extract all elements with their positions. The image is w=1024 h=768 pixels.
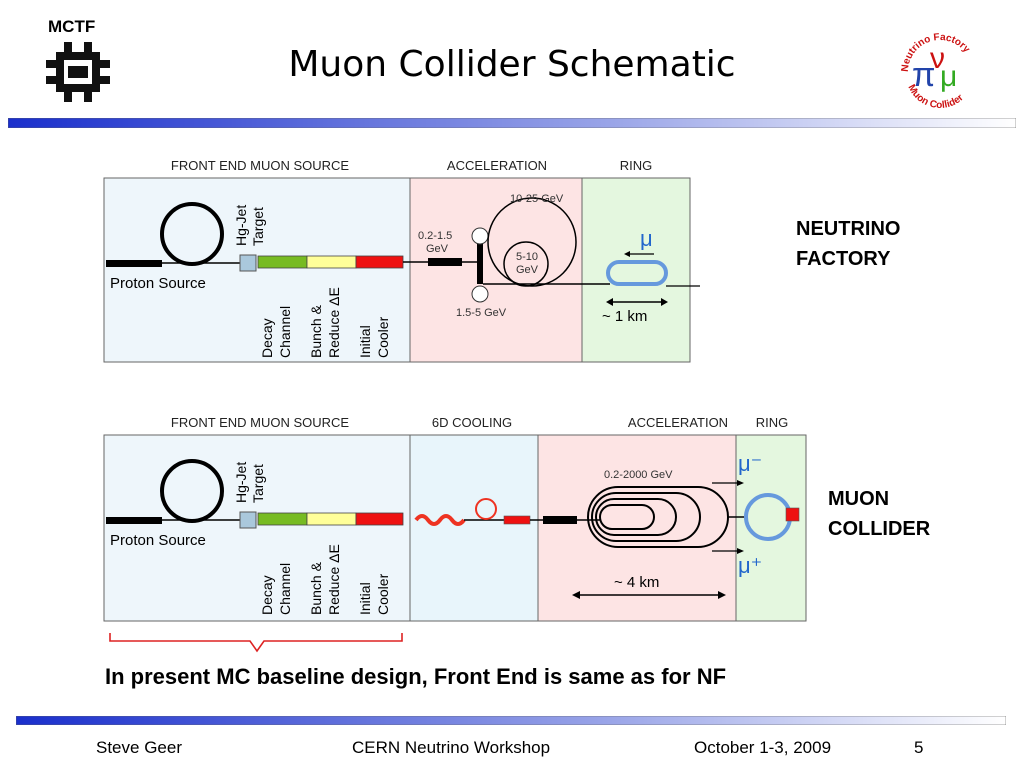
nf-side-label-2: FACTORY <box>796 248 891 270</box>
mc-bunch-label-2: Reduce ΔE <box>326 544 342 615</box>
baseline-statement: In present MC baseline design, Front End… <box>105 664 727 689</box>
nf-ring-panel <box>581 177 691 363</box>
nf-rla-small <box>503 241 549 287</box>
nf-initial-cooler <box>355 255 404 269</box>
nf-energy-mid-1: 5-10 <box>516 251 538 263</box>
mc-rla-loop-2 <box>591 492 701 542</box>
mc-target-label-2: Target <box>250 464 266 503</box>
mc-cooler-label-2: Cooler <box>375 573 391 615</box>
footer-author: Steve Geer <box>96 738 182 757</box>
nf-header-frontend: FRONT END MUON SOURCE <box>171 158 349 173</box>
nf-proton-ring <box>160 202 224 266</box>
mc-side-label-2: COLLIDER <box>828 518 931 540</box>
nf-energy-mid-2: GeV <box>516 264 539 276</box>
nf-decay-channel <box>257 255 308 269</box>
nf-linac-bar <box>428 258 462 266</box>
nf-mu-symbol: μ <box>640 226 653 251</box>
nf-target-label-2: Target <box>250 207 266 246</box>
mc-ring-cooler <box>475 498 497 520</box>
nf-proton-beam <box>106 260 162 267</box>
mc-mu-minus: μ⁻ <box>738 451 762 476</box>
footer-event: CERN Neutrino Workshop <box>352 738 551 757</box>
mc-side-label-1: MUON <box>828 488 890 510</box>
mc-header-acceleration: ACCELERATION <box>628 415 728 430</box>
nf-bunch-label-2: Reduce ΔE <box>326 287 342 358</box>
mc-cooling-panel <box>409 434 539 622</box>
mc-header-frontend: FRONT END MUON SOURCE <box>171 415 349 430</box>
mc-diagram: FRONT END MUON SOURCE 6D COOLING ACCELER… <box>103 415 807 653</box>
nf-dogbone-bottom <box>471 285 489 303</box>
footer-date: October 1-3, 2009 <box>694 738 832 757</box>
mc-proton-ring <box>160 459 224 523</box>
nf-mc-logo-icon: Neutrino Factory Muon Collider π ν μ <box>900 32 972 111</box>
mc-bunch-section <box>306 512 357 526</box>
mc-target-box <box>239 511 257 529</box>
mc-detector <box>785 507 800 522</box>
bottom-divider <box>16 716 1006 725</box>
svg-text:π: π <box>912 56 935 94</box>
mc-header-ring: RING <box>756 415 789 430</box>
nf-target-box <box>239 254 257 272</box>
nf-bunch-label-1: Bunch & <box>308 304 324 358</box>
nf-energy-low-1: 0.2-1.5 <box>418 230 452 242</box>
nf-rla-large <box>487 197 577 287</box>
nf-header-acceleration: ACCELERATION <box>447 158 547 173</box>
nf-energy-high: 10-25 GeV <box>510 193 564 205</box>
nf-decay-label-1: Decay <box>259 318 275 358</box>
mc-decay-channel <box>257 512 308 526</box>
svg-text:ν: ν <box>930 42 945 75</box>
footer-page-number: 5 <box>914 738 924 757</box>
mc-target-label-1: Hg-Jet <box>233 462 249 503</box>
mc-rla-loop-3 <box>595 498 677 536</box>
nf-diagram: FRONT END MUON SOURCE ACCELERATION RING … <box>103 158 700 363</box>
mc-energy: 0.2-2000 GeV <box>604 469 673 481</box>
nf-cooler-label-2: Cooler <box>375 316 391 358</box>
nf-storage-ring <box>606 260 668 286</box>
top-divider <box>8 118 1016 128</box>
nf-dogbone-top <box>471 227 489 245</box>
mc-final-cooler <box>503 515 531 525</box>
mc-header-cooling: 6D COOLING <box>432 415 512 430</box>
fermilab-logo-icon <box>46 42 110 102</box>
svg-text:μ: μ <box>940 60 957 93</box>
mc-proton-beam <box>106 517 162 524</box>
nf-side-label-1: NEUTRINO <box>796 218 901 240</box>
mc-frontend-panel <box>103 434 411 622</box>
nf-energy-linac: 1.5-5 GeV <box>456 307 507 319</box>
nf-dogbone-stem <box>477 244 483 284</box>
mc-cooler-label-1: Initial <box>357 582 373 615</box>
nf-bunch-section <box>306 255 357 269</box>
mc-decay-label-2: Channel <box>277 563 293 615</box>
nf-decay-label-2: Channel <box>277 306 293 358</box>
nf-cooler-label-1: Initial <box>357 325 373 358</box>
mc-linac-bar <box>543 516 577 524</box>
nf-energy-low-2: GeV <box>426 243 449 255</box>
mc-distance: ~ 4 km <box>614 574 659 591</box>
mc-decay-label-1: Decay <box>259 575 275 615</box>
nf-proton-source-label: Proton Source <box>110 275 206 292</box>
mc-bunch-label-1: Bunch & <box>308 561 324 615</box>
nf-target-label-1: Hg-Jet <box>233 205 249 246</box>
nf-frontend-panel <box>103 177 411 363</box>
org-label: MCTF <box>48 17 96 36</box>
mc-rla-loop-4 <box>599 504 655 530</box>
mc-proton-source-label: Proton Source <box>110 532 206 549</box>
nf-distance: ~ 1 km <box>602 308 647 325</box>
mc-initial-cooler <box>355 512 404 526</box>
nf-header-ring: RING <box>620 158 653 173</box>
mc-mu-plus: μ⁺ <box>738 553 762 578</box>
mc-helical-cooler <box>414 514 466 526</box>
slide-title: Muon Collider Schematic <box>288 44 736 85</box>
frontend-brace <box>109 633 403 653</box>
